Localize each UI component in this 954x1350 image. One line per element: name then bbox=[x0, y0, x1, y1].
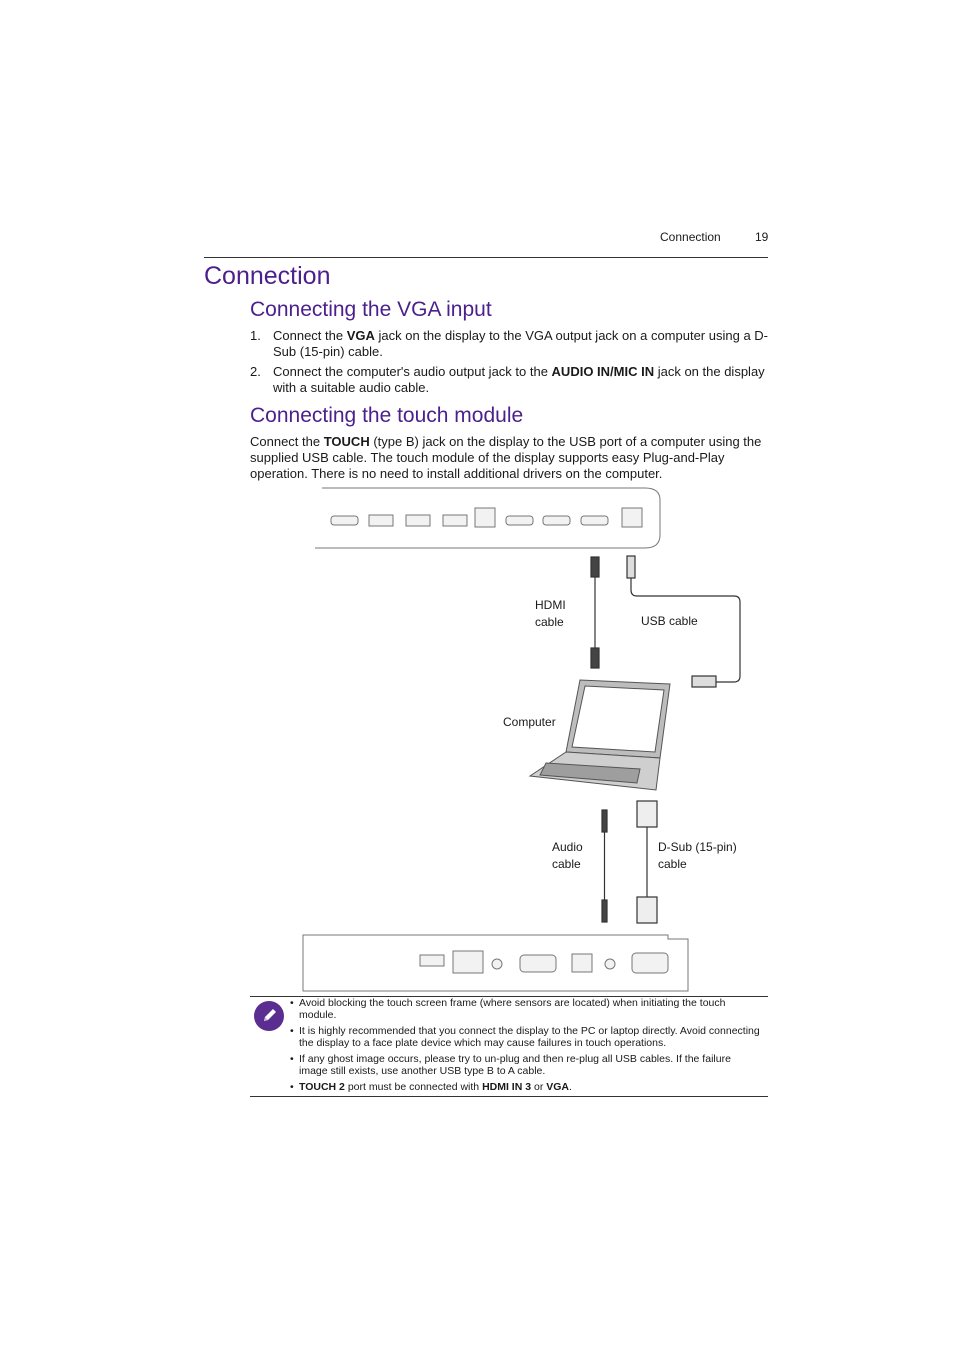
header-divider bbox=[204, 257, 768, 258]
note-bottom-rule bbox=[250, 1096, 768, 1097]
usb-cable bbox=[626, 555, 741, 688]
connection-diagram bbox=[302, 487, 741, 992]
step-number: 1. bbox=[250, 328, 261, 343]
computer-label: Computer bbox=[503, 715, 556, 729]
display-bottom-panel bbox=[302, 934, 689, 992]
note-item: TOUCH 2 port must be connected with HDMI… bbox=[290, 1081, 760, 1093]
note-item: It is highly recommended that you connec… bbox=[290, 1025, 760, 1049]
vga-heading: Connecting the VGA input bbox=[250, 298, 492, 321]
laptop-illustration bbox=[528, 679, 671, 791]
touch-heading: Connecting the touch module bbox=[250, 404, 524, 427]
note-item: Avoid blocking the touch screen frame (w… bbox=[290, 997, 760, 1021]
touch-paragraph: Connect the TOUCH (type B) jack on the d… bbox=[250, 434, 762, 481]
display-side-panel bbox=[315, 487, 661, 549]
dsub-cable bbox=[636, 800, 658, 924]
step-text: Connect the computer's audio output jack… bbox=[273, 364, 765, 395]
running-header-section: Connection bbox=[660, 230, 721, 244]
dsub-cable-label: D-Sub (15-pin)cable bbox=[658, 840, 737, 871]
usb-cable-label: USB cable bbox=[641, 614, 698, 628]
hdmi-cable bbox=[590, 556, 600, 669]
notes-list: Avoid blocking the touch screen frame (w… bbox=[290, 997, 760, 1097]
step-number: 2. bbox=[250, 364, 261, 379]
step-text: Connect the VGA jack on the display to t… bbox=[273, 328, 769, 359]
pencil-icon bbox=[254, 1001, 284, 1031]
note-item: If any ghost image occurs, please try to… bbox=[290, 1053, 760, 1077]
audio-cable bbox=[601, 809, 608, 923]
page-number: 19 bbox=[755, 230, 769, 244]
page-title: Connection bbox=[204, 262, 331, 290]
